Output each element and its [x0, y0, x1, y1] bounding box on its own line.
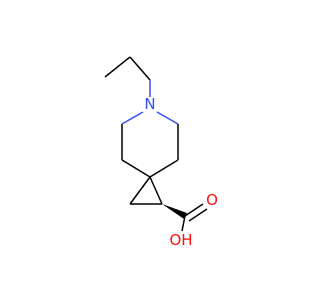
bond-ethyl-ch3 [104, 56, 131, 78]
bond-right-spiro [149, 159, 179, 178]
bond-ethyl-ch2 [129, 56, 151, 81]
bond-c-oh [181, 215, 186, 232]
bond-c-o-double-1 [184, 203, 204, 217]
bond-spiro-cp-left [129, 176, 151, 205]
wedge-bond [162, 204, 187, 219]
nitrogen-label: N [144, 95, 155, 113]
hydroxyl-label: OH [169, 231, 192, 249]
molecule-drawing: N O OH [104, 56, 218, 249]
bond-left-spiro [121, 159, 151, 178]
bond-n-c-left [121, 111, 144, 125]
bond-n-c-right [156, 111, 179, 125]
carbonyl-oxygen-label: O [206, 191, 218, 209]
structure-canvas: N O OH [104, 56, 218, 249]
bond-c-o-double-2 [188, 208, 208, 222]
bond-spiro-cp-right [149, 176, 163, 205]
